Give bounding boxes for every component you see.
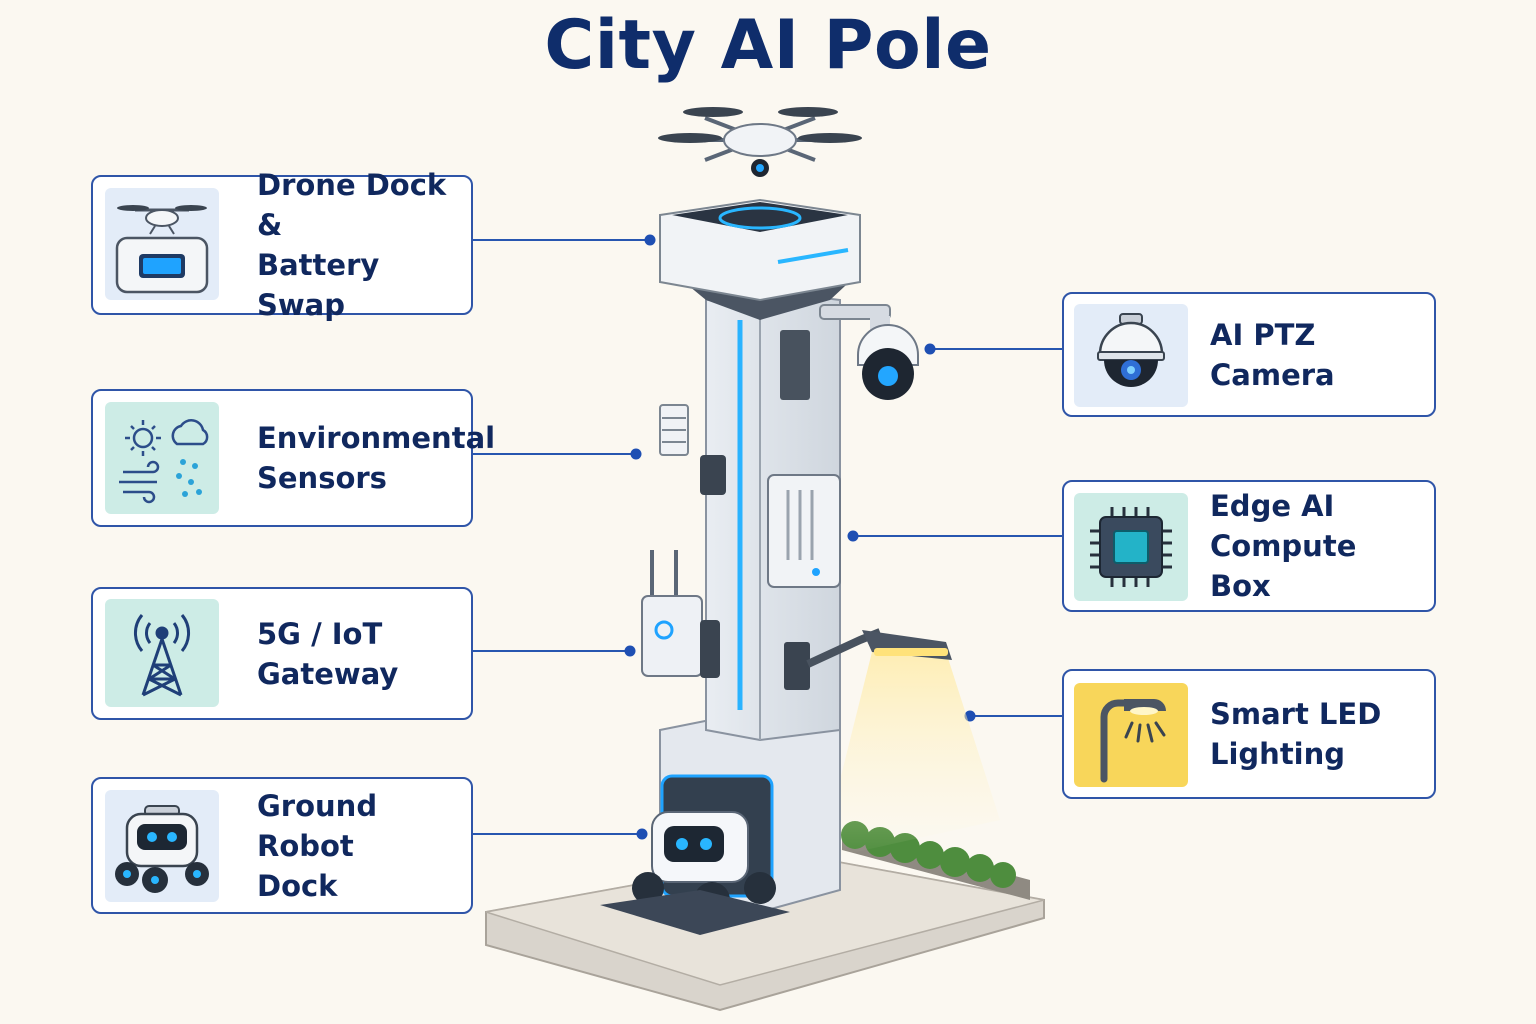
landing-ring <box>718 206 802 230</box>
card-drone-dock: Drone Dock & Battery Swap <box>91 168 473 322</box>
card-label-line: Environmental <box>257 421 496 455</box>
robot-icon <box>105 790 219 902</box>
card-environmental-sensors: Environmental Sensors <box>91 389 496 527</box>
card-label: 5G / IoT Gateway <box>257 589 461 718</box>
robot-eye-left <box>676 838 688 850</box>
dome-camera-icon <box>1074 304 1188 407</box>
card-label-line: Compute Box <box>1210 529 1357 603</box>
card-label-line: Edge AI <box>1210 489 1335 523</box>
street-lamp-arm <box>784 628 952 690</box>
top-dock-pad <box>672 202 848 232</box>
card-label-line: Sensors <box>257 461 387 495</box>
robot-wheel <box>632 872 664 904</box>
gateway-unit <box>641 550 720 678</box>
card-label: Ground Robot Dock <box>257 779 461 912</box>
pole-vent <box>780 330 810 400</box>
robot-ramp <box>600 890 790 935</box>
chip-icon <box>1074 493 1188 601</box>
connector-dot-gateway <box>624 645 636 657</box>
card-label-line: Ground Robot <box>257 788 378 863</box>
robot-eye-right <box>700 838 712 850</box>
card-ptz-camera: AI PTZ Camera <box>1062 292 1436 417</box>
robot-wheel <box>744 872 776 904</box>
connector-dot-robot-dock <box>636 828 648 840</box>
dock-light-strip <box>777 248 849 264</box>
robot-face <box>664 826 724 862</box>
drone-battery-icon <box>105 188 219 300</box>
connector-dot-edge-compute <box>847 530 859 542</box>
card-label-line: Lighting <box>1210 737 1346 771</box>
card-edge-compute: Edge AI Compute Box <box>1062 480 1436 612</box>
drone-illustration <box>658 107 862 177</box>
card-label-line: AI PTZ Camera <box>1210 317 1335 392</box>
street-lamp-icon <box>1074 683 1188 787</box>
top-dock-body <box>659 198 861 302</box>
card-robot-dock: Ground Robot Dock <box>91 777 473 914</box>
connector-dot-drone-dock <box>644 234 656 246</box>
card-label: Smart LED Lighting <box>1210 671 1424 797</box>
light-beam <box>820 652 1000 860</box>
env-sensor-unit <box>659 404 726 495</box>
card-led-lighting: Smart LED Lighting <box>1062 669 1436 799</box>
card-label-line: 5G / IoT <box>257 616 383 651</box>
card-label-line: Gateway <box>257 656 399 691</box>
card-label-line: Dock <box>257 868 338 903</box>
card-label: Edge AI Compute Box <box>1210 482 1424 610</box>
ptz-camera-unit <box>819 304 919 400</box>
card-label-line: Smart LED <box>1210 697 1382 731</box>
card-label: Environmental Sensors <box>257 391 496 525</box>
card-label-line: Battery Swap <box>257 248 380 322</box>
card-label-line: Drone Dock & <box>257 168 447 242</box>
edge-compute-unit <box>767 474 841 588</box>
connector-dot-ptz-camera <box>924 343 936 355</box>
antenna-tower-icon <box>105 599 219 707</box>
page-title: City AI Pole <box>544 6 992 85</box>
weather-sensors-icon <box>105 402 219 514</box>
card-gateway: 5G / IoT Gateway <box>91 587 473 720</box>
card-label: AI PTZ Camera <box>1210 294 1424 415</box>
connector-dot-environmental-sensors <box>630 448 642 460</box>
card-label: Drone Dock & Battery Swap <box>257 168 461 322</box>
